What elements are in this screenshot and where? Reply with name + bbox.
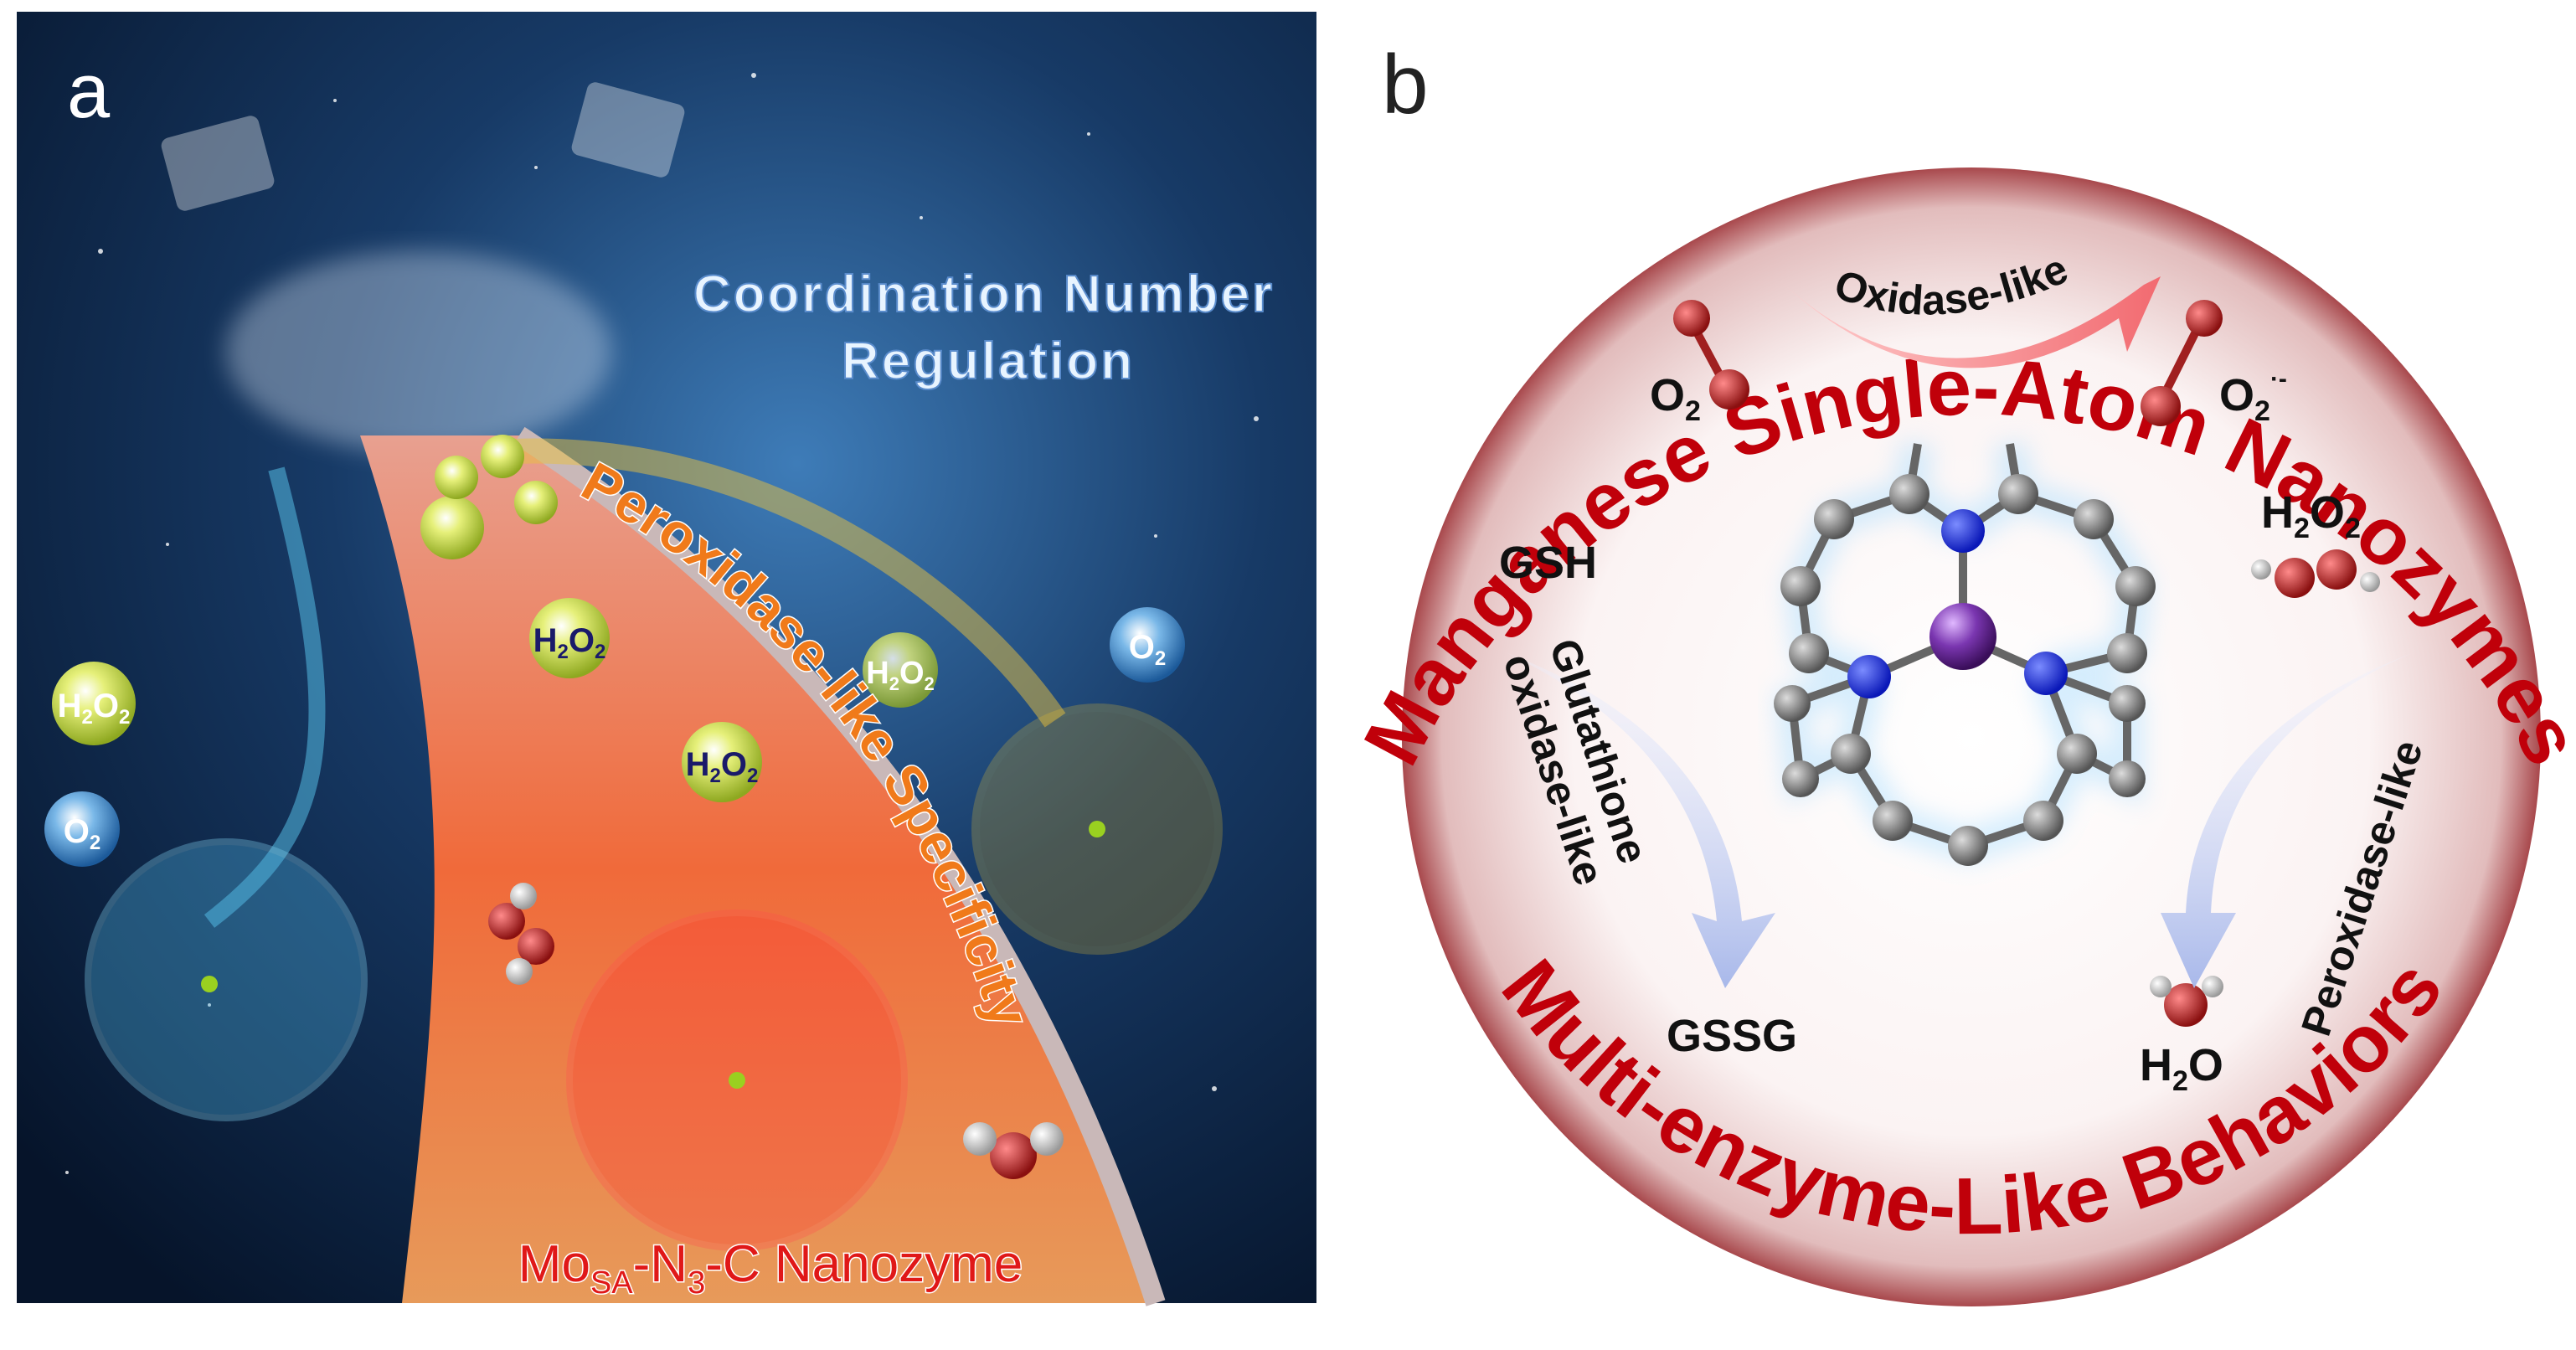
mo-atom xyxy=(729,1072,745,1089)
panel-a: H2O2 H2O2 H2O2 H2O2 O2 O2 a Coordination… xyxy=(17,12,1316,1306)
peroxidase-arrow xyxy=(2161,653,2412,988)
mn-n3-c-molecule xyxy=(1774,441,2156,866)
panel-label-b: b xyxy=(1382,38,1429,131)
beaker-icon xyxy=(161,116,275,211)
svg-text:O2: O2 xyxy=(64,813,100,854)
h2o2-bubble: H2O2 xyxy=(529,598,610,678)
svg-text:H2O2: H2O2 xyxy=(686,746,759,787)
h2o2-bubble: H2O2 xyxy=(52,662,136,745)
nitrogen-atoms xyxy=(1847,509,2068,698)
h2o2-label: H2O2 xyxy=(2261,487,2361,544)
o2-label: O2 xyxy=(1650,370,1701,427)
road-edge xyxy=(513,426,1166,1306)
svg-text:H2O2: H2O2 xyxy=(533,622,606,663)
water-splash xyxy=(226,251,611,452)
panel-label-a: a xyxy=(67,49,111,134)
mo-atom xyxy=(201,976,218,992)
blue-ribbon xyxy=(204,466,326,928)
small-bubbles xyxy=(420,435,558,559)
h2o-label: H2O xyxy=(2140,1040,2223,1097)
h2o2-molecule xyxy=(488,883,554,985)
o2-bubble: O2 xyxy=(1110,607,1185,683)
o2-bubble: O2 xyxy=(44,791,120,867)
svg-text:H2O2: H2O2 xyxy=(866,656,935,694)
svg-text:O2: O2 xyxy=(1129,629,1166,670)
mo-atom xyxy=(1089,821,1105,837)
svg-text:H2O2: H2O2 xyxy=(58,688,131,729)
h2o2-molecule xyxy=(2251,549,2380,598)
gsh-label: GSH xyxy=(1499,538,1597,588)
superoxide-molecule xyxy=(2141,300,2223,426)
h2o-molecule xyxy=(963,1122,1064,1179)
panel-b: b Manganese Single-Atom Nanozymes Multi-… xyxy=(1347,38,2576,1306)
mn-atom xyxy=(1929,603,1996,670)
h2o-molecule xyxy=(2150,976,2223,1027)
blue-molecule-sphere xyxy=(85,838,368,1121)
gssg-label: GSSG xyxy=(1667,1011,1797,1061)
yellow-ribbon xyxy=(493,438,1066,728)
coordination-title-line2: Regulation xyxy=(842,332,1135,390)
coordination-title-line1: Coordination Number xyxy=(693,265,1275,323)
nanozyme-label: MoSA-N3-C Nanozyme xyxy=(518,1235,1023,1301)
stars xyxy=(65,73,1259,1174)
superoxide-label: O2·- xyxy=(2219,365,2287,427)
oxidase-arrow xyxy=(1775,276,2161,368)
beaker-icon xyxy=(571,82,685,178)
enzyme-disc xyxy=(1402,167,2541,1306)
h2o2-bubble: H2O2 xyxy=(682,722,762,802)
h2o2-bubble: H2O2 xyxy=(863,632,938,708)
o2-molecule xyxy=(1673,300,1749,410)
